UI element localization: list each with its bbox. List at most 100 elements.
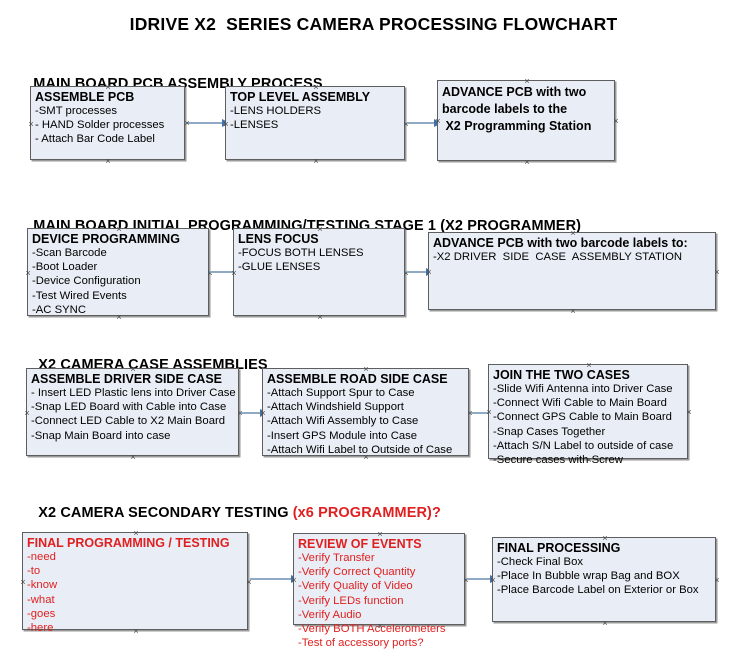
box-title: ADVANCE PCB with two barcode labels to t… — [442, 85, 592, 133]
box-join-the-two-cases[interactable]: JOIN THE TWO CASES -Slide Wifi Antenna i… — [485, 361, 688, 466]
box-line: -AC SYNC — [32, 303, 86, 316]
connection-handle-bottom[interactable] — [569, 307, 578, 316]
connection-handle-bottom[interactable] — [312, 157, 321, 166]
box-line: -here — [27, 622, 54, 635]
box-line: -Snap Main Board into case — [31, 429, 171, 442]
connection-handle-top[interactable] — [312, 83, 321, 92]
box-line: -Place In Bubble wrap Bag and BOX — [497, 570, 680, 583]
box-line: - Insert LED Plastic lens into Driver Ca… — [31, 387, 236, 399]
box-title: ASSEMBLE DRIVER SIDE CASE — [31, 372, 223, 386]
box-final-processing[interactable]: FINAL PROCESSING -Check Final Box -Place… — [492, 537, 716, 622]
box-title: REVIEW OF EVENTS — [298, 537, 422, 551]
box-title: ASSEMBLE ROAD SIDE CASE — [267, 372, 448, 386]
connection-handle[interactable] — [183, 119, 192, 128]
connection-handle-left[interactable] — [27, 120, 36, 129]
connector-review-of-events-to-final-processing — [467, 574, 498, 583]
box-lens-focus[interactable]: LENS FOCUS -FOCUS BOTH LENSES -GLUE LENS… — [233, 228, 405, 316]
connector-top-level-to-advance-pcb — [407, 118, 442, 127]
box-assemble-driver-side-case[interactable]: ASSEMBLE DRIVER SIDE CASE - Insert LED P… — [26, 368, 239, 456]
box-line: - HAND Solder processes — [35, 119, 165, 132]
connection-handle-top[interactable] — [129, 365, 138, 374]
connection-handle-top[interactable] — [132, 529, 141, 538]
box-line: -FOCUS BOTH LENSES — [238, 247, 364, 259]
connection-handle-left[interactable] — [434, 117, 443, 126]
box-line: -Test Wired Events — [32, 289, 127, 302]
connection-handle-left[interactable] — [19, 578, 28, 587]
section-heading-text: X2 CAMERA SECONDARY TESTING — [38, 505, 293, 521]
box-line: -Connect Wifi Cable to Main Board — [493, 397, 667, 410]
box-line: -Device Configuration — [32, 275, 141, 288]
connection-handle-left[interactable] — [222, 120, 231, 129]
connection-handle-right[interactable] — [612, 117, 621, 126]
box-line: -Snap Cases Together — [493, 425, 606, 438]
box-line: -Boot Loader — [32, 261, 98, 274]
box-top-level-assembly[interactable]: TOP LEVEL ASSEMBLY -LENS HOLDERS -LENSES — [225, 86, 405, 160]
connection-handle-right[interactable] — [713, 268, 722, 277]
connection-handle-bottom[interactable] — [132, 627, 141, 636]
connection-handle-top[interactable] — [523, 77, 532, 86]
box-title: ASSEMBLE PCB — [35, 90, 135, 104]
connector-assemble-pcb-to-top-level — [187, 118, 230, 127]
box-line: -Attach Windshield Support — [267, 401, 404, 414]
box-line: -to — [27, 565, 41, 578]
box-assemble-road-side-case[interactable]: ASSEMBLE ROAD SIDE CASE -Attach Support … — [262, 368, 469, 456]
box-line: -Connect LED Cable to X2 Main Board — [31, 415, 226, 428]
box-title: TOP LEVEL ASSEMBLY — [230, 90, 371, 104]
connection-handle-left[interactable] — [485, 408, 494, 417]
connection-handle-left[interactable] — [230, 269, 239, 278]
connection-handle-bottom[interactable] — [316, 313, 325, 322]
connection-handle-left[interactable] — [290, 576, 299, 585]
box-line: -Slide Wifi Antenna into Driver Case — [493, 383, 673, 395]
connection-handle-top[interactable] — [585, 361, 594, 370]
box-line: -Attach Wifi Assembly to Case — [267, 415, 419, 428]
box-advance-pcb-programming-station[interactable]: ADVANCE PCB with two barcode labels to t… — [437, 80, 615, 161]
box-line: -Insert GPS Module into Case — [267, 429, 418, 442]
box-title: FINAL PROGRAMMING / TESTING — [27, 536, 230, 550]
box-line: -Attach Support Spur to Case — [267, 387, 415, 399]
connection-handle-bottom[interactable] — [601, 619, 610, 628]
connection-handle-left[interactable] — [425, 268, 434, 277]
box-line: -what — [27, 593, 55, 606]
box-line: -Connect GPS Cable to Main Board — [493, 411, 672, 424]
connection-handle-right[interactable] — [402, 120, 411, 129]
connection-handle-bottom[interactable] — [362, 453, 371, 462]
connection-handle-top[interactable] — [115, 225, 124, 234]
box-line: -goes — [27, 607, 56, 620]
connection-handle-bottom[interactable] — [104, 157, 113, 166]
connection-handle-bottom[interactable] — [585, 456, 594, 465]
section-heading-x2-camera-secondary-testing: X2 CAMERA SECONDARY TESTING (x6 PROGRAMM… — [30, 489, 441, 521]
connection-handle-top[interactable] — [316, 225, 325, 234]
box-line: -Scan Barcode — [32, 247, 107, 259]
connection-handle-left[interactable] — [24, 269, 33, 278]
box-line: - Attach Bar Code Label — [35, 133, 155, 146]
box-final-programming-testing[interactable]: FINAL PROGRAMMING / TESTING -need -to -k… — [19, 529, 248, 634]
box-line: -SMT processes — [35, 105, 118, 117]
connection-handle-top[interactable] — [362, 365, 371, 374]
connection-handle-left[interactable] — [259, 409, 268, 418]
box-advance-pcb-driver-side-case[interactable]: ADVANCE PCB with two barcode labels to: … — [428, 232, 716, 310]
connection-handle-top[interactable] — [104, 83, 113, 92]
connection-handle-right[interactable] — [713, 576, 722, 585]
box-line: -GLUE LENSES — [238, 261, 321, 274]
connection-handle-right[interactable] — [462, 576, 471, 585]
box-line: -Check Final Box — [497, 556, 584, 568]
connection-handle-right[interactable] — [206, 269, 215, 278]
connection-handle-top[interactable] — [569, 229, 578, 238]
connection-handle-left[interactable] — [23, 409, 32, 418]
box-line: -Attach Wifi Label to Outside of Case — [267, 443, 453, 456]
box-line: -LENSES — [230, 119, 279, 132]
connection-handle-right[interactable] — [402, 269, 411, 278]
connection-handle-bottom[interactable] — [115, 313, 124, 322]
box-line: -know — [27, 579, 58, 592]
connection-handle-left[interactable] — [489, 576, 498, 585]
box-assemble-pcb[interactable]: ASSEMBLE PCB -SMT processes - HAND Solde… — [30, 86, 185, 160]
connection-handle-top[interactable] — [601, 534, 610, 543]
connection-handle-top[interactable] — [376, 530, 385, 539]
connection-handle-right[interactable] — [685, 408, 694, 417]
connection-handle-bottom[interactable] — [523, 158, 532, 167]
connection-handle-bottom[interactable] — [129, 453, 138, 462]
box-line: -Secure cases with Screw — [493, 454, 623, 467]
box-device-programming[interactable]: DEVICE PROGRAMMING -Scan Barcode -Boot L… — [27, 228, 209, 316]
connection-handle-bottom[interactable] — [376, 622, 385, 631]
box-review-of-events[interactable]: REVIEW OF EVENTS -Verify Transfer -Verif… — [290, 530, 465, 649]
